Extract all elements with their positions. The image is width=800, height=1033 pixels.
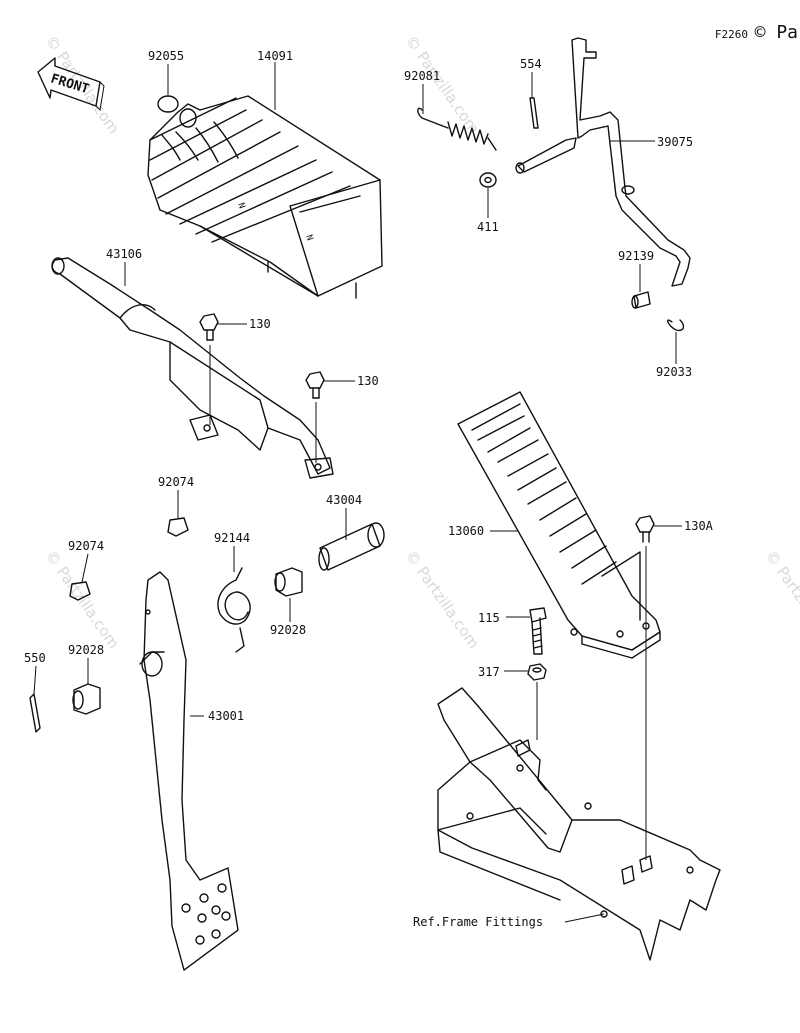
label-13060: 13060	[448, 524, 484, 538]
label-92033: 92033	[656, 365, 692, 379]
label-92144: 92144	[214, 531, 250, 545]
label-92028-left: 92028	[68, 643, 104, 657]
nut-317	[527, 663, 547, 681]
cap-92074-lower	[69, 581, 91, 601]
label-14091: 14091	[257, 49, 293, 63]
bushing-92028-left	[72, 683, 101, 715]
pedal-43001	[139, 571, 239, 971]
label-130-upper: 130	[249, 317, 271, 331]
label-550: 550	[24, 651, 46, 665]
bolt-130A	[635, 515, 655, 543]
frame-floor	[437, 687, 721, 961]
label-92074-upper: 92074	[158, 475, 194, 489]
part-labels: 92055 14091 92081 554 39075 411 43106 13…	[24, 49, 714, 929]
label-115: 115	[478, 611, 500, 625]
cap-92074-upper	[167, 517, 189, 537]
label-92074-lower: 92074	[68, 539, 104, 553]
pedal-13060	[457, 391, 661, 659]
bushing-92028-right	[274, 567, 303, 597]
cotter-pin-550	[29, 693, 41, 733]
label-130-lower: 130	[357, 374, 379, 388]
bolt-130-upper	[199, 313, 219, 341]
boot-14091: N N	[147, 95, 383, 299]
rod-39075	[515, 37, 691, 287]
label-92081: 92081	[404, 69, 440, 83]
o-ring-92055	[157, 95, 179, 113]
watermark: © Partzilla.com	[402, 547, 483, 652]
watermarks: © Partzilla.com © Partzilla.com © Partzi…	[42, 32, 800, 652]
watermark: © Partzilla.com	[762, 547, 800, 652]
clip-92033	[666, 319, 685, 332]
watermark: © Partzilla.com	[402, 32, 483, 137]
label-39075: 39075	[657, 135, 693, 149]
label-ref-frame-fittings: Ref.Frame Fittings	[413, 915, 543, 929]
bolt-115	[529, 607, 547, 655]
label-411: 411	[477, 220, 499, 234]
cotter-pin-554	[529, 97, 539, 129]
lever-43106	[51, 257, 334, 479]
pin-43004	[318, 522, 385, 571]
spring-92144	[217, 567, 251, 653]
label-92055: 92055	[148, 49, 184, 63]
label-43004: 43004	[326, 493, 362, 507]
label-92028-right: 92028	[270, 623, 306, 637]
bushing-92139	[631, 291, 651, 309]
label-43106: 43106	[106, 247, 142, 261]
label-130A: 130A	[684, 519, 714, 533]
label-317: 317	[478, 665, 500, 679]
label-43001: 43001	[208, 709, 244, 723]
label-92139: 92139	[618, 249, 654, 263]
label-554: 554	[520, 57, 542, 71]
spring-92081	[417, 107, 497, 151]
watermark: © Partzilla.com	[42, 547, 123, 652]
copyright-mark: © Pa	[754, 22, 798, 43]
figure-code-label: F2260 © Pa	[714, 22, 798, 43]
svg-text:N: N	[303, 234, 314, 243]
bolt-130-lower	[305, 371, 325, 399]
washer-411	[479, 172, 497, 188]
svg-text:N: N	[235, 202, 246, 211]
